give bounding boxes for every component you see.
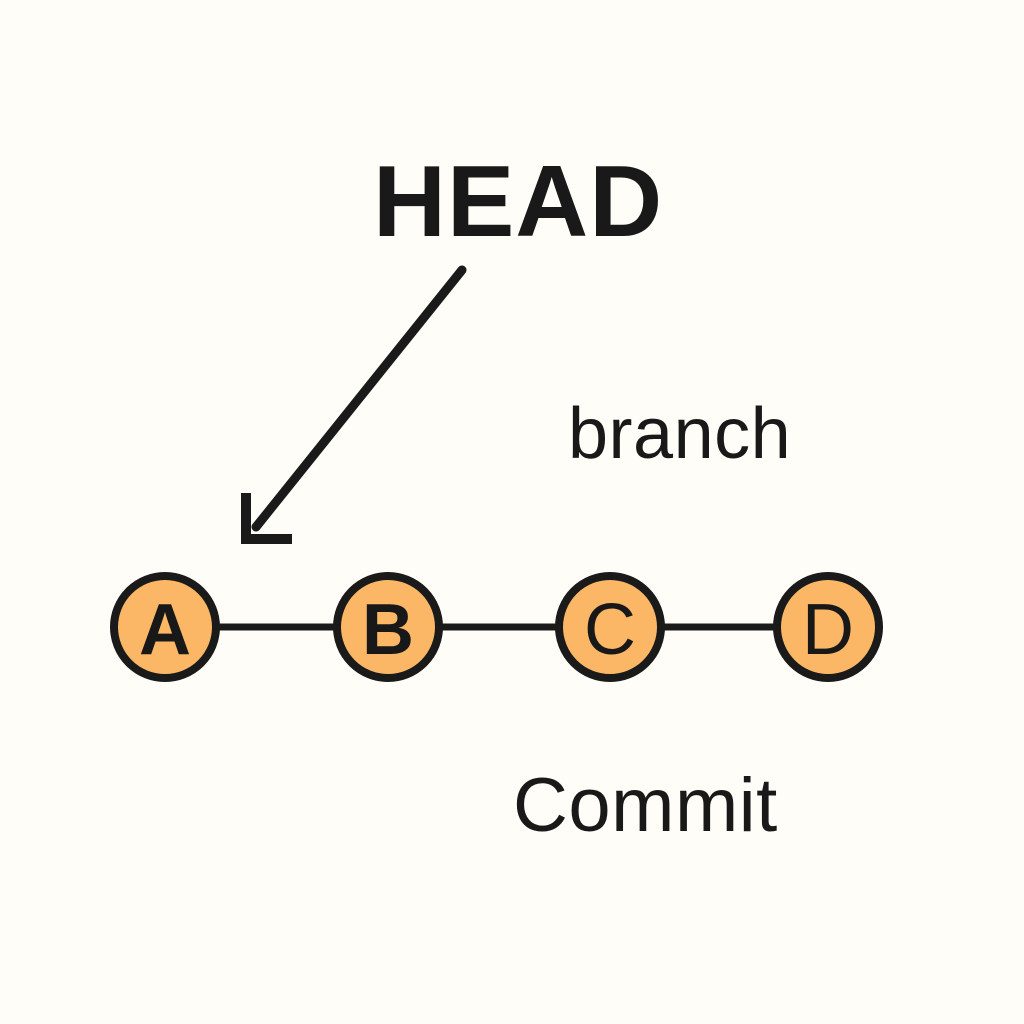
head-pointer-arrow	[241, 265, 467, 544]
commit-circle-a	[110, 572, 220, 682]
commit-node-b[interactable]: B	[333, 572, 443, 682]
commit-circle-c	[555, 572, 665, 682]
arrow-shaft	[251, 265, 467, 532]
commit-node-d[interactable]: D	[773, 572, 883, 682]
commit-label-b: B	[362, 590, 414, 670]
arrow-head-icon	[241, 493, 292, 544]
branch-label: branch	[568, 394, 792, 474]
commit-node-c[interactable]: C	[555, 572, 665, 682]
commit-circle-b	[333, 572, 443, 682]
commit-label-c: C	[584, 590, 636, 670]
commit-circle-d	[773, 572, 883, 682]
commit-node-a[interactable]: A	[110, 572, 220, 682]
commit-label-a: A	[139, 590, 191, 670]
head-label: HEAD	[373, 146, 664, 258]
commit-label-d: D	[802, 590, 854, 670]
commit-label: Commit	[513, 763, 778, 848]
